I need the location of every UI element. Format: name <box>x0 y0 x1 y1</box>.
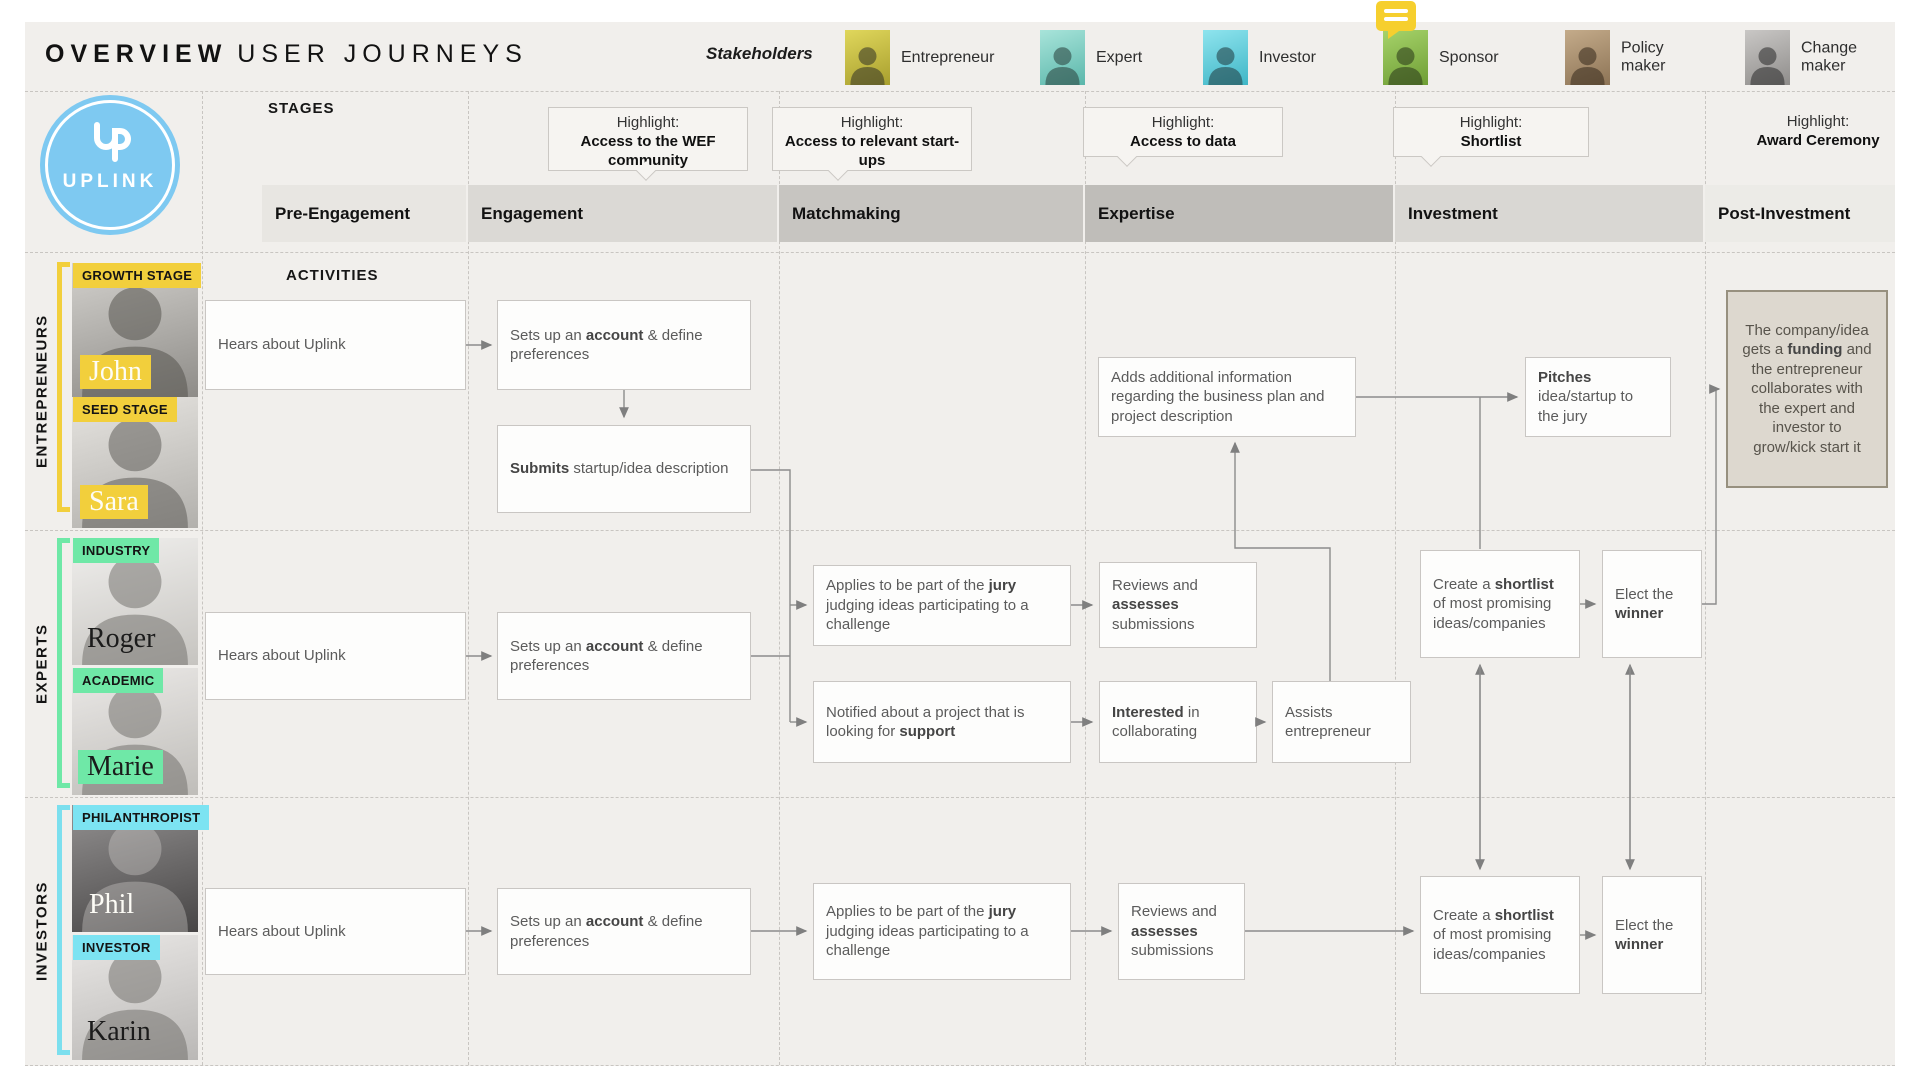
stage-expertise[interactable]: Expertise <box>1085 185 1393 242</box>
activity-inv-hears-about-uplink[interactable]: Hears about Uplink <box>205 888 466 975</box>
stage-matchmaking[interactable]: Matchmaking <box>779 185 1083 242</box>
grid-line-horizontal <box>25 252 1895 253</box>
activity-ent-hears-about-uplink[interactable]: Hears about Uplink <box>205 300 466 390</box>
stakeholders-label: Stakeholders <box>706 44 813 63</box>
activity-exp-sets-up-account[interactable]: Sets up an account & define preferences <box>497 612 751 700</box>
policy-maker-photo[interactable] <box>1565 30 1610 85</box>
persona-name-phil: Phil <box>89 889 135 920</box>
comment-bubble-icon[interactable] <box>1375 0 1417 45</box>
activity-ent-outcome-funding[interactable]: The company/idea gets a funding and the … <box>1726 290 1888 488</box>
row-bracket-experts <box>57 538 70 788</box>
activity-ent-adds-information[interactable]: Adds additional information regarding th… <box>1098 357 1356 437</box>
grid-line-vertical <box>468 91 469 1065</box>
row-label-experts: EXPERTS <box>33 623 51 704</box>
persona-tag-seed-stage: SEED STAGE <box>73 397 177 422</box>
logo-ring <box>45 100 175 230</box>
grid-line-vertical <box>1085 91 1086 1065</box>
activity-inv-elect-winner[interactable]: Elect the winner <box>1602 876 1702 994</box>
sponsor-photo[interactable] <box>1383 30 1428 85</box>
activity-inv-reviews-submissions[interactable]: Reviews and assesses submissions <box>1118 883 1245 980</box>
stages-label: STAGES <box>268 100 335 117</box>
investor-photo[interactable] <box>1203 30 1248 85</box>
change-maker-photo[interactable] <box>1745 30 1790 85</box>
uplink-monogram-icon <box>94 122 131 162</box>
highlight-wef-community[interactable]: Highlight: Access to the WEF community <box>548 107 748 181</box>
row-bracket-investors <box>57 805 70 1055</box>
persona-name-karin: Karin <box>87 1016 151 1047</box>
logo-wordmark: UPLINK <box>62 171 158 192</box>
activity-exp-applies-to-jury[interactable]: Applies to be part of the jury judging i… <box>813 565 1071 646</box>
highlight-relevant-startups[interactable]: Highlight: Access to relevant start-ups <box>772 107 972 181</box>
row-label-entrepreneurs: ENTREPRENEURS <box>33 314 51 469</box>
highlight-award-ceremony[interactable]: Highlight: Award Ceremony <box>1756 113 1880 149</box>
persona-tag-academic: ACADEMIC <box>73 668 164 693</box>
grid-line-horizontal <box>25 530 1895 531</box>
persona-name-roger: Roger <box>87 623 156 654</box>
activities-label: ACTIVITIES <box>286 267 379 284</box>
highlight-shortlist[interactable]: Highlight: Shortlist <box>1393 107 1589 167</box>
persona-name-sara: Sara <box>80 485 148 519</box>
row-bracket-entrepreneurs <box>57 262 70 512</box>
grid-line-vertical <box>1395 91 1396 1065</box>
entrepreneur-photo[interactable] <box>845 30 890 85</box>
grid-line-horizontal <box>25 797 1895 798</box>
persona-name-marie: Marie <box>78 750 163 784</box>
activity-exp-notified-project[interactable]: Notified about a project that is looking… <box>813 681 1071 763</box>
activity-exp-create-shortlist[interactable]: Create a shortlist of most promising ide… <box>1420 550 1580 658</box>
activity-inv-applies-to-jury[interactable]: Applies to be part of the jury judging i… <box>813 883 1071 980</box>
activity-ent-submits-idea[interactable]: Submits startup/idea description <box>497 425 751 513</box>
uplink-logo[interactable]: UPLINK <box>40 95 180 235</box>
activity-inv-create-shortlist[interactable]: Create a shortlist of most promising ide… <box>1420 876 1580 994</box>
grid-line-vertical <box>202 91 203 1065</box>
activity-exp-elect-winner[interactable]: Elect the winner <box>1602 550 1702 658</box>
expert-photo[interactable] <box>1040 30 1085 85</box>
stage-post-investment[interactable]: Post-Investment <box>1705 185 1895 242</box>
activity-exp-interested-collaborating[interactable]: Interested in collaborating <box>1099 681 1257 763</box>
activity-exp-assists-entrepreneur[interactable]: Assists entrepreneur <box>1272 681 1411 763</box>
persona-tag-investor: INVESTOR <box>73 935 160 960</box>
grid-line-horizontal <box>25 1065 1895 1066</box>
grid-line-horizontal <box>25 91 1895 92</box>
persona-name-john: John <box>80 355 151 389</box>
stage-pre-engagement[interactable]: Pre-Engagement <box>262 185 466 242</box>
persona-tag-industry: INDUSTRY <box>73 538 160 563</box>
activity-exp-reviews-submissions[interactable]: Reviews and assesses submissions <box>1099 562 1257 648</box>
persona-photo-karin[interactable] <box>72 935 198 1060</box>
row-label-investors: INVESTORS <box>33 881 51 982</box>
highlight-access-to-data[interactable]: Highlight: Access to data <box>1083 107 1283 167</box>
activity-ent-sets-up-account[interactable]: Sets up an account & define preferences <box>497 300 751 390</box>
activity-inv-sets-up-account[interactable]: Sets up an account & define preferences <box>497 888 751 975</box>
activity-exp-hears-about-uplink[interactable]: Hears about Uplink <box>205 612 466 700</box>
persona-tag-growth-stage: GROWTH STAGE <box>73 263 202 288</box>
persona-tag-philanthropist: PHILANTHROPIST <box>73 805 210 830</box>
stage-engagement[interactable]: Engagement <box>468 185 777 242</box>
activity-ent-pitches-to-jury[interactable]: Pitches idea/startup to the jury <box>1525 357 1671 437</box>
stage-investment[interactable]: Investment <box>1395 185 1703 242</box>
